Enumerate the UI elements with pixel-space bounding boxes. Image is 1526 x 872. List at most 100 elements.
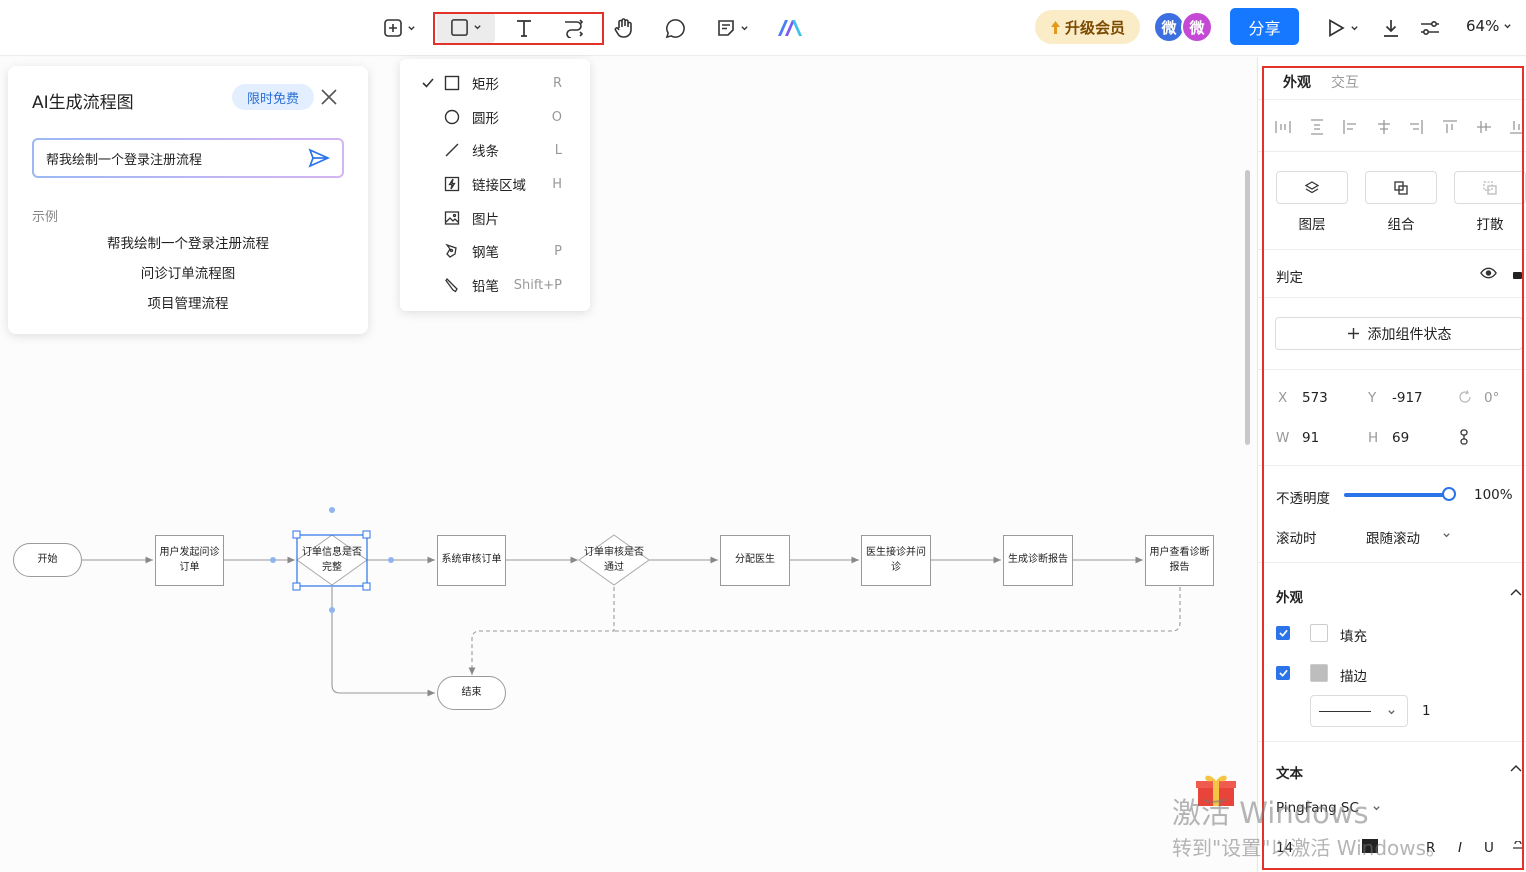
vertical-scrollbar[interactable] — [1245, 170, 1250, 445]
divider — [1258, 151, 1526, 152]
align-right-icon[interactable] — [1408, 119, 1424, 135]
example-item[interactable]: 项目管理流程 — [147, 296, 229, 312]
h-label: H — [1368, 430, 1379, 446]
note-icon — [717, 20, 734, 36]
menu-item-circle[interactable]: 圆形 O — [400, 102, 590, 132]
group-icon — [1394, 180, 1408, 195]
stroke-color-swatch[interactable] — [1310, 664, 1328, 682]
ai-prompt-input[interactable]: 帮我绘制一个登录注册流程 — [32, 138, 344, 178]
flow-node[interactable]: 医生接诊并问诊 — [861, 535, 931, 586]
w-field[interactable]: 91 — [1302, 430, 1320, 446]
ai-tool-button[interactable] — [775, 11, 805, 45]
flow-decision-node[interactable]: 订单审核是否通过 — [579, 535, 649, 586]
layer-name: 判定 — [1276, 270, 1303, 286]
flow-node[interactable]: 分配医生 — [720, 535, 790, 586]
hand-tool-button[interactable] — [610, 11, 638, 45]
strikethrough-icon[interactable] — [1512, 841, 1524, 855]
send-icon[interactable] — [308, 147, 330, 169]
y-field[interactable]: -917 — [1392, 390, 1423, 406]
opacity-value[interactable]: 100% — [1474, 487, 1513, 503]
download-button[interactable] — [1378, 11, 1404, 45]
align-center-h-icon[interactable] — [1376, 119, 1392, 135]
menu-item-rectangle[interactable]: 矩形 R — [400, 68, 590, 98]
align-left-icon[interactable] — [1342, 119, 1358, 135]
flow-node[interactable]: 用户发起问诊订单 — [155, 535, 224, 586]
ungroup-button[interactable] — [1454, 171, 1526, 204]
play-button[interactable] — [1320, 11, 1364, 45]
rotate-handle — [329, 507, 335, 513]
lock-icon[interactable] — [1512, 267, 1522, 279]
rotation-field[interactable]: 0° — [1484, 390, 1500, 406]
selection-box — [296, 534, 368, 587]
chevron-up-icon[interactable] — [1510, 588, 1522, 598]
menu-item-image[interactable]: 图片 — [400, 203, 590, 233]
upgrade-button[interactable]: 升级会员 — [1035, 10, 1140, 44]
chevron-down-icon — [1504, 23, 1512, 28]
italic-button[interactable]: I — [1458, 840, 1462, 856]
flow-node[interactable]: 生成诊断报告 — [1003, 535, 1073, 586]
align-center-v-icon[interactable] — [1476, 119, 1492, 135]
add-component-state-button[interactable]: 添加组件状态 — [1275, 317, 1523, 350]
flow-node[interactable]: 用户查看诊断报告 — [1145, 535, 1214, 586]
zoom-control[interactable]: 64% — [1466, 17, 1512, 35]
font-family-select[interactable]: PingFang SC — [1276, 800, 1359, 816]
eye-icon[interactable] — [1480, 266, 1497, 280]
insert-icon — [383, 19, 402, 37]
tab-appearance[interactable]: 外观 — [1283, 75, 1311, 91]
h-field[interactable]: 69 — [1392, 430, 1410, 446]
menu-item-label: 图片 — [472, 212, 499, 228]
check-icon — [1278, 629, 1288, 637]
divider — [1258, 465, 1526, 466]
add-state-label: 添加组件状态 — [1367, 326, 1452, 343]
fill-checkbox[interactable] — [1276, 626, 1290, 640]
node-label: 结束 — [461, 686, 482, 698]
font-size-field[interactable]: 14 — [1276, 840, 1294, 856]
stroke-label: 描边 — [1340, 669, 1367, 685]
close-icon[interactable] — [320, 88, 338, 106]
group-button[interactable] — [1365, 171, 1437, 204]
menu-item-pencil[interactable]: 铅笔 Shift+P — [400, 270, 590, 300]
avatar[interactable]: 微 — [1181, 11, 1213, 43]
font-weight-button[interactable]: R — [1426, 840, 1436, 856]
text-tool-button[interactable] — [510, 11, 538, 45]
edge-n2-end — [331, 587, 435, 697]
scroll-behavior-select[interactable]: 跟随滚动 — [1366, 531, 1420, 547]
text-icon — [517, 20, 531, 37]
opacity-slider-track[interactable] — [1344, 493, 1448, 497]
text-color-swatch[interactable] — [1362, 839, 1378, 853]
flow-node-end[interactable]: 结束 — [437, 676, 506, 710]
flow-node-start[interactable]: 开始 — [13, 543, 82, 577]
x-field[interactable]: 573 — [1302, 390, 1328, 406]
link-ratio-icon[interactable] — [1459, 429, 1469, 445]
insert-button[interactable] — [378, 11, 420, 45]
fill-color-swatch[interactable] — [1310, 624, 1328, 642]
settings-button[interactable] — [1417, 11, 1443, 45]
align-bottom-icon[interactable] — [1509, 119, 1525, 135]
menu-item-pen[interactable]: 钢笔 P — [400, 236, 590, 266]
opacity-slider-knob[interactable] — [1442, 487, 1456, 501]
comment-tool-button[interactable] — [661, 11, 689, 45]
tab-interaction[interactable]: 交互 — [1331, 75, 1359, 91]
menu-item-link-area[interactable]: 链接区域 H — [400, 169, 590, 199]
flow-decision-node[interactable]: 订单信息是否完整 — [297, 535, 367, 586]
stroke-checkbox[interactable] — [1276, 666, 1290, 680]
connector-tool-button[interactable] — [560, 11, 588, 45]
example-item[interactable]: 帮我绘制一个登录注册流程 — [107, 236, 269, 252]
layer-button[interactable] — [1276, 171, 1348, 204]
example-item[interactable]: 问诊订单流程图 — [140, 266, 236, 282]
stroke-style-select[interactable] — [1310, 695, 1408, 727]
align-top-icon[interactable] — [1442, 119, 1458, 135]
chevron-up-icon[interactable] — [1510, 764, 1522, 774]
share-button[interactable]: 分享 — [1230, 8, 1299, 45]
flow-node[interactable]: 系统审核订单 — [437, 535, 506, 586]
stroke-width-field[interactable]: 1 — [1422, 703, 1431, 719]
shape-tool-button[interactable] — [437, 12, 495, 43]
connectors-layer — [82, 507, 1181, 697]
distribute-vertical-icon[interactable] — [1309, 119, 1325, 135]
menu-item-label: 铅笔 — [472, 279, 499, 295]
menu-item-line[interactable]: 线条 L — [400, 135, 590, 165]
note-tool-button[interactable] — [710, 11, 754, 45]
underline-button[interactable]: U — [1484, 840, 1494, 856]
layers-icon — [1304, 180, 1320, 193]
distribute-horizontal-icon[interactable] — [1275, 119, 1291, 135]
